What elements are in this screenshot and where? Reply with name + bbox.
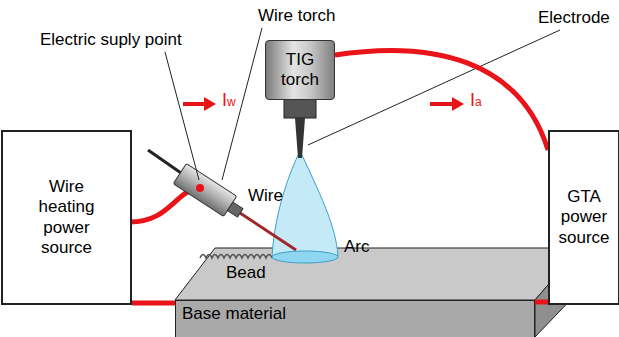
torch-nozzle: [284, 99, 316, 118]
weld-pool: [272, 251, 338, 263]
filler-wire: [240, 213, 296, 250]
leader-line: [308, 30, 560, 145]
tig-torch-body: TIG torch: [265, 40, 335, 100]
node-text: TIG torch: [269, 50, 331, 91]
power-source-box: GTA power source: [548, 130, 619, 305]
current-arrowhead: [452, 97, 464, 111]
power-source-box: Wire heating power source: [1, 130, 132, 305]
current-arrowhead: [204, 97, 216, 111]
part-label: Electrode: [538, 8, 610, 28]
wire-torch-body: [173, 164, 246, 223]
node-text: GTA power source: [552, 187, 616, 248]
part-label: Wire: [248, 186, 283, 206]
cable-guide: [130, 188, 200, 222]
current-arrow: [183, 102, 206, 106]
plate-top-face: [175, 248, 580, 300]
part-label: Electric suply point: [40, 30, 182, 50]
tungsten-electrode: [295, 118, 305, 158]
leader-line: [165, 52, 199, 180]
wire-torch-tip: [227, 202, 243, 217]
power-cable: [132, 301, 175, 306]
part-label: Arc: [344, 237, 370, 257]
current-arrow: [430, 102, 454, 106]
base-material-plate: Base material: [175, 300, 535, 337]
part-label: Bead: [226, 263, 266, 283]
current-label: Iw: [222, 90, 236, 112]
leader-line: [222, 28, 262, 180]
power-cable: [535, 300, 548, 305]
weld-bead: [200, 255, 272, 259]
node-text: Base material: [182, 304, 534, 324]
current-label: Ia: [470, 90, 482, 112]
wire-feed-line: [148, 150, 181, 173]
wire-torch-barrel: [173, 164, 236, 217]
part-label: Wire torch: [258, 6, 335, 26]
supply-point-dot: [196, 184, 204, 192]
power-cable: [335, 50, 548, 150]
node-text: Wire heating power source: [27, 177, 107, 259]
